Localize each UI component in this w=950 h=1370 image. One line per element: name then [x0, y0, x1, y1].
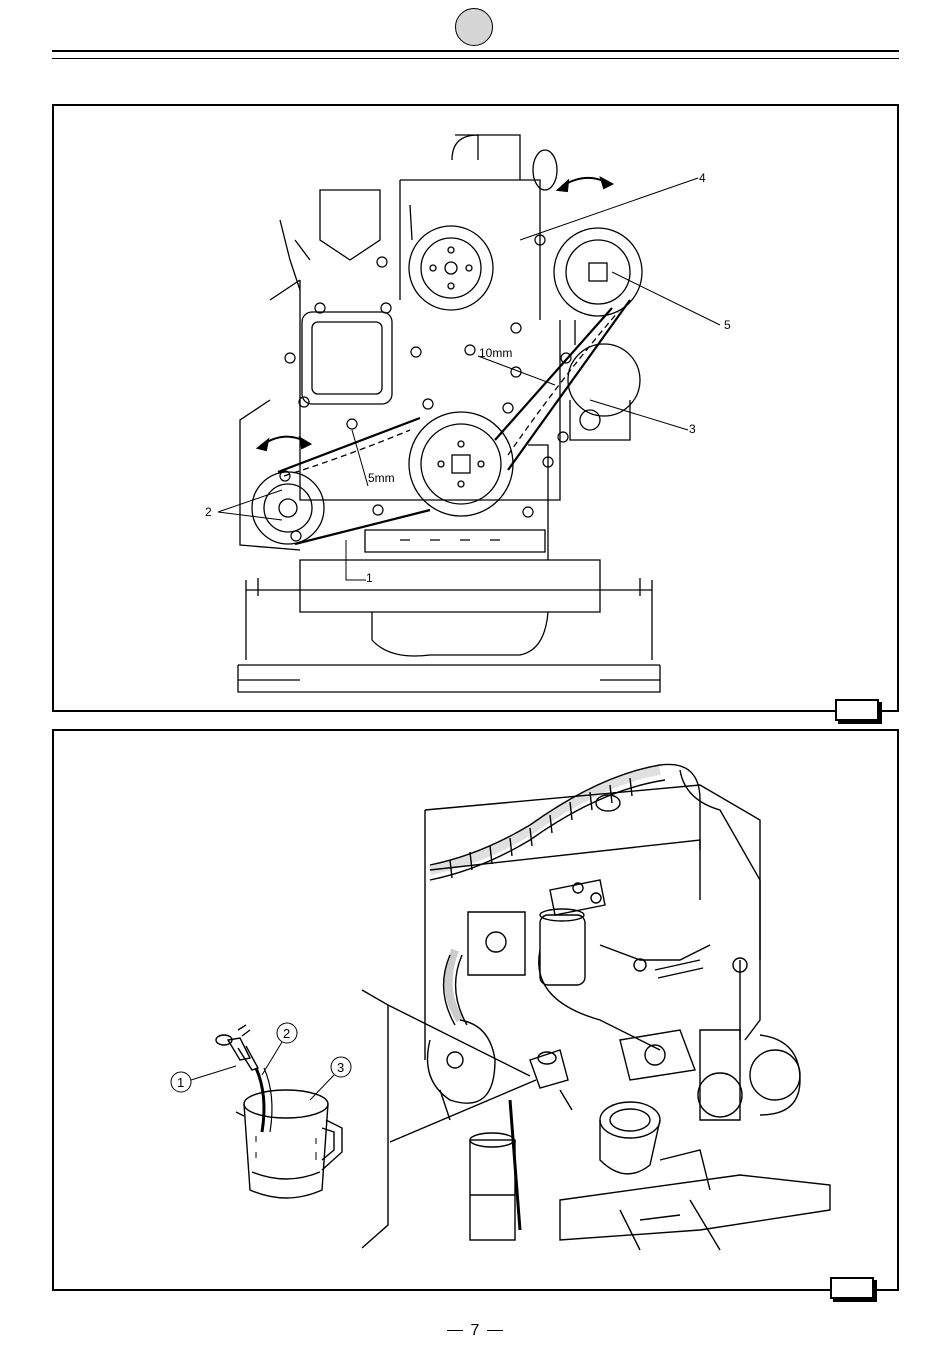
callout-bottom-1: 1: [177, 1075, 184, 1090]
page-number: 7: [471, 1322, 480, 1339]
footer-dash-right: [487, 1330, 503, 1331]
callout-bottom-2: 2: [283, 1026, 290, 1041]
engine-perspective-view: [425, 764, 830, 1250]
drain-detail: [216, 1025, 342, 1198]
callout-bottom-3: 3: [337, 1060, 344, 1075]
page-number-footer: 7: [0, 1322, 950, 1340]
footer-dash-left: [447, 1330, 463, 1331]
